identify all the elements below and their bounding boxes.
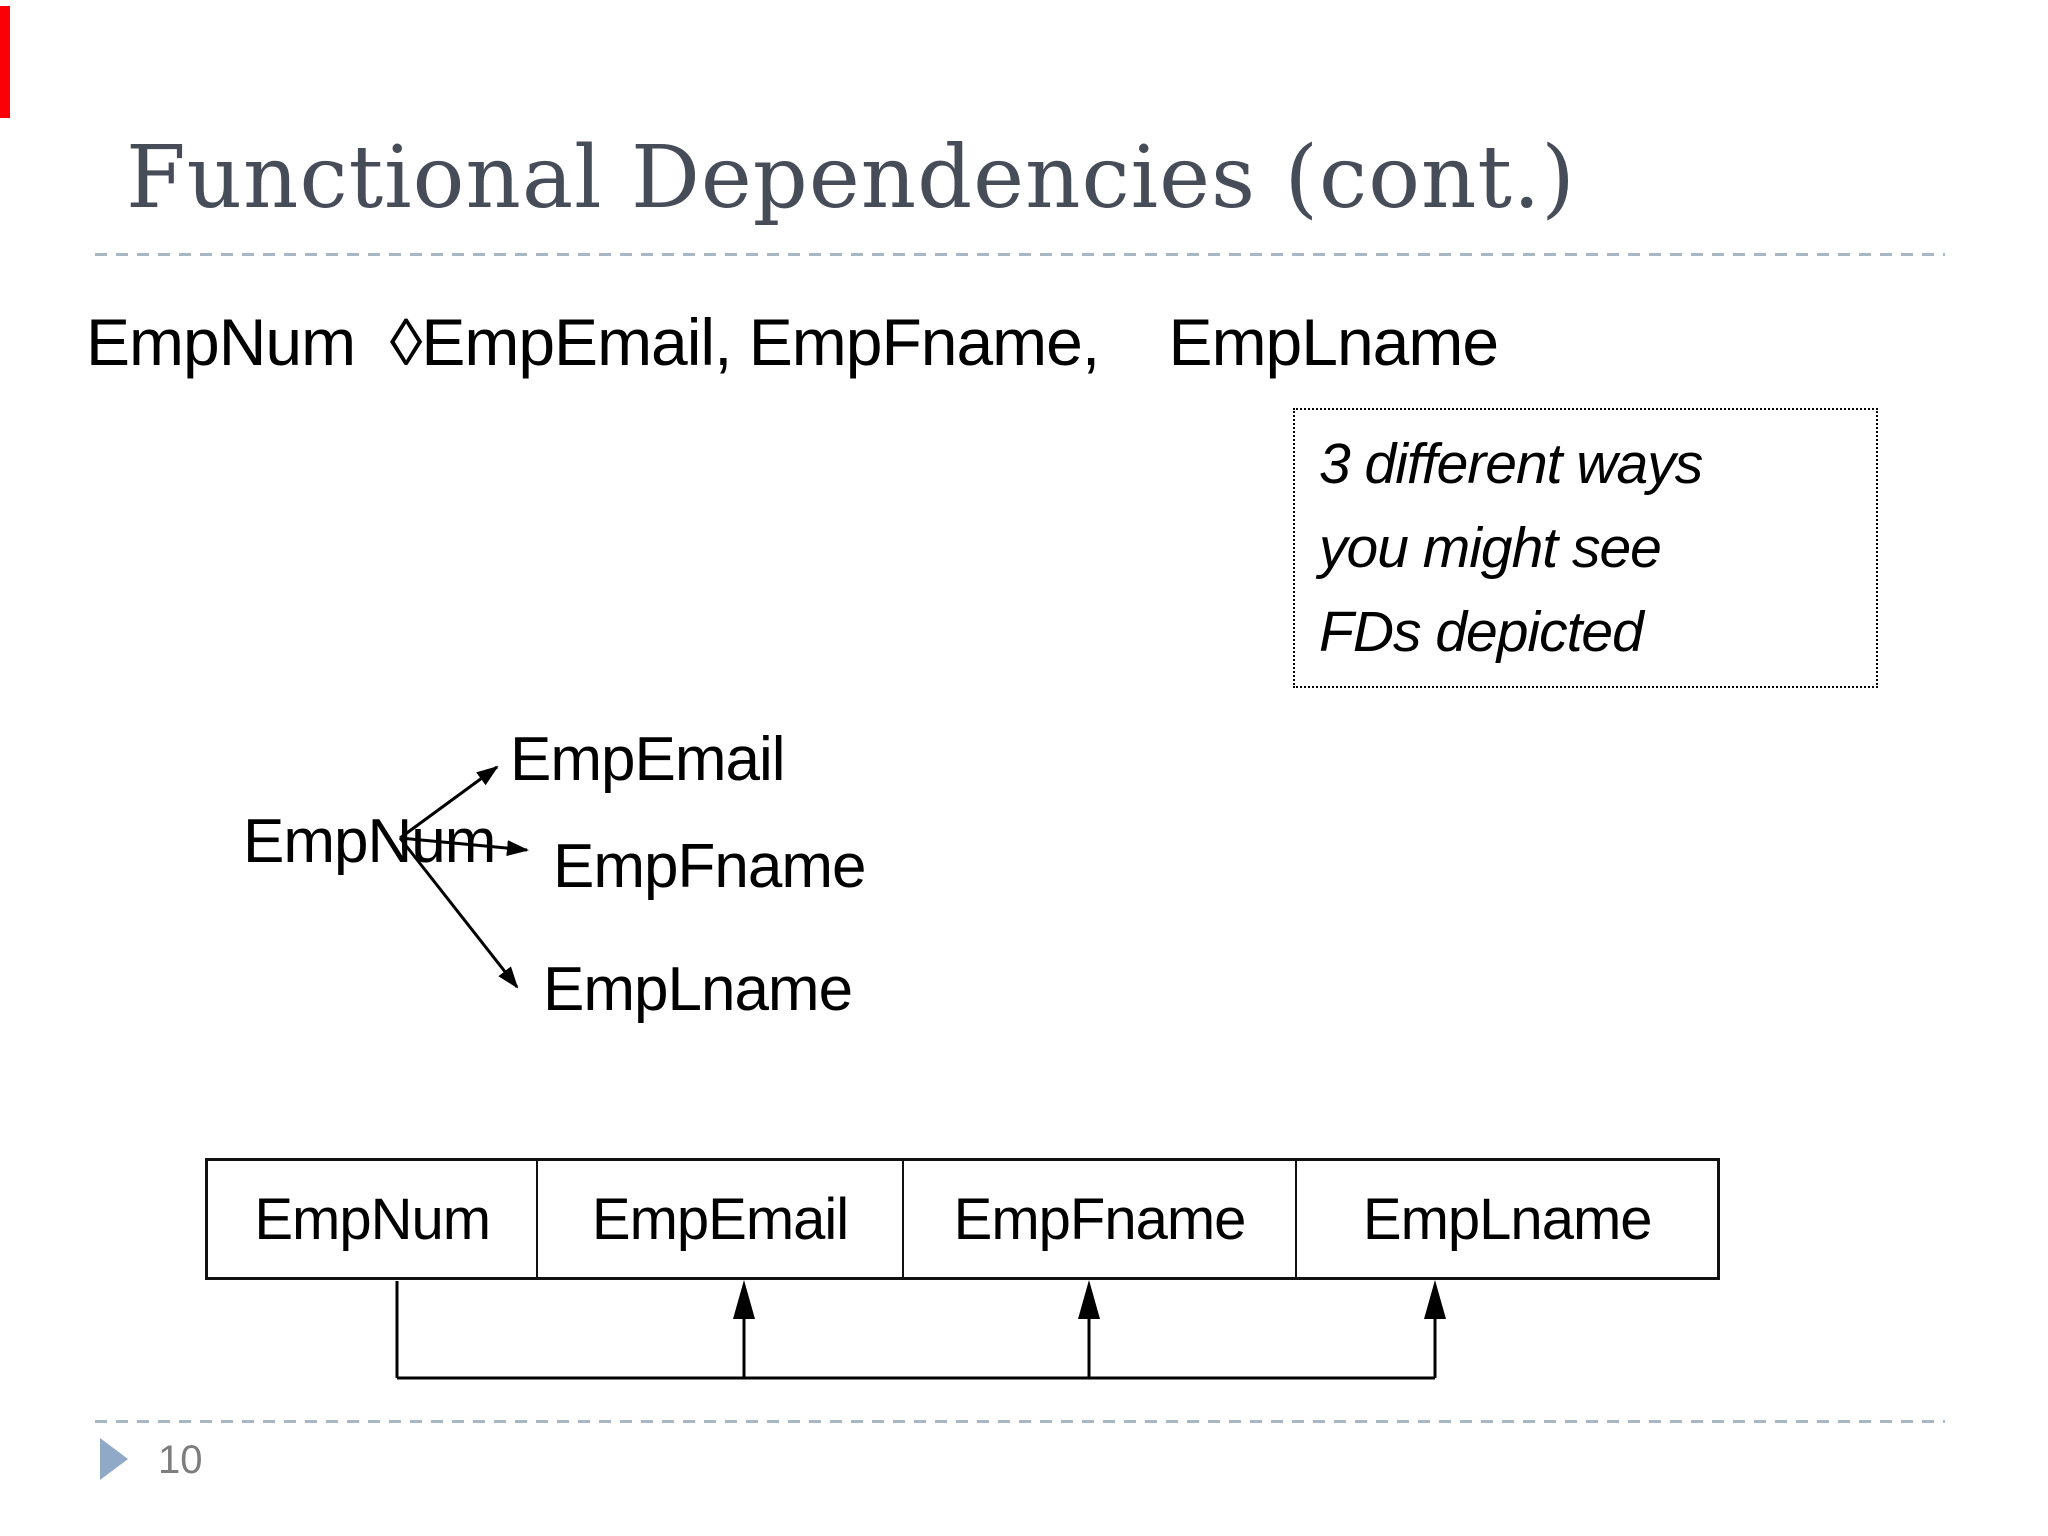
red-marker-bar <box>0 6 10 118</box>
relation-table: EmpNum EmpEmail EmpFname EmpLname <box>205 1158 1720 1280</box>
diagram-source-label: EmpNum <box>243 807 496 876</box>
bracket-arrowhead-empemail <box>733 1280 755 1319</box>
diagram-target-label: EmpFname <box>553 832 866 901</box>
table-cell-empfname: EmpFname <box>904 1161 1298 1277</box>
table-cell-empemail: EmpEmail <box>538 1161 904 1277</box>
page-title: Functional Dependencies (cont.) <box>126 128 1576 228</box>
bracket-arrowhead-empfname <box>1078 1280 1100 1319</box>
diagram-target-label: EmpLname <box>543 955 853 1024</box>
table-cell-emplname: EmpLname <box>1362 1186 1653 1252</box>
fd-text-line: EmpNum ◊EmpEmail, EmpFname, EmpLname <box>86 305 1499 379</box>
diagram-target-label: EmpEmail <box>510 725 786 794</box>
page-number: 10 <box>158 1438 203 1482</box>
note-line: 3 different ways <box>1319 432 1703 496</box>
title-divider-dashed-line <box>95 253 1945 256</box>
note-box: 3 different ways you might see FDs depic… <box>1293 408 1878 688</box>
arrow-to-emplname <box>398 837 519 989</box>
footer-triangle-icon <box>100 1438 128 1480</box>
fd-bracket-arrows <box>395 1280 1446 1380</box>
arrow-to-empemail <box>399 765 499 840</box>
fd-fanout-arrows <box>398 765 529 989</box>
bracket-arrowhead-emplname <box>1424 1280 1446 1319</box>
note-line: you might see <box>1319 516 1662 580</box>
table-cell-empnum: EmpNum <box>208 1161 539 1277</box>
footer-divider-dashed-line <box>95 1420 1945 1423</box>
note-line: FDs depicted <box>1319 600 1644 664</box>
arrow-to-empfname <box>399 836 529 857</box>
